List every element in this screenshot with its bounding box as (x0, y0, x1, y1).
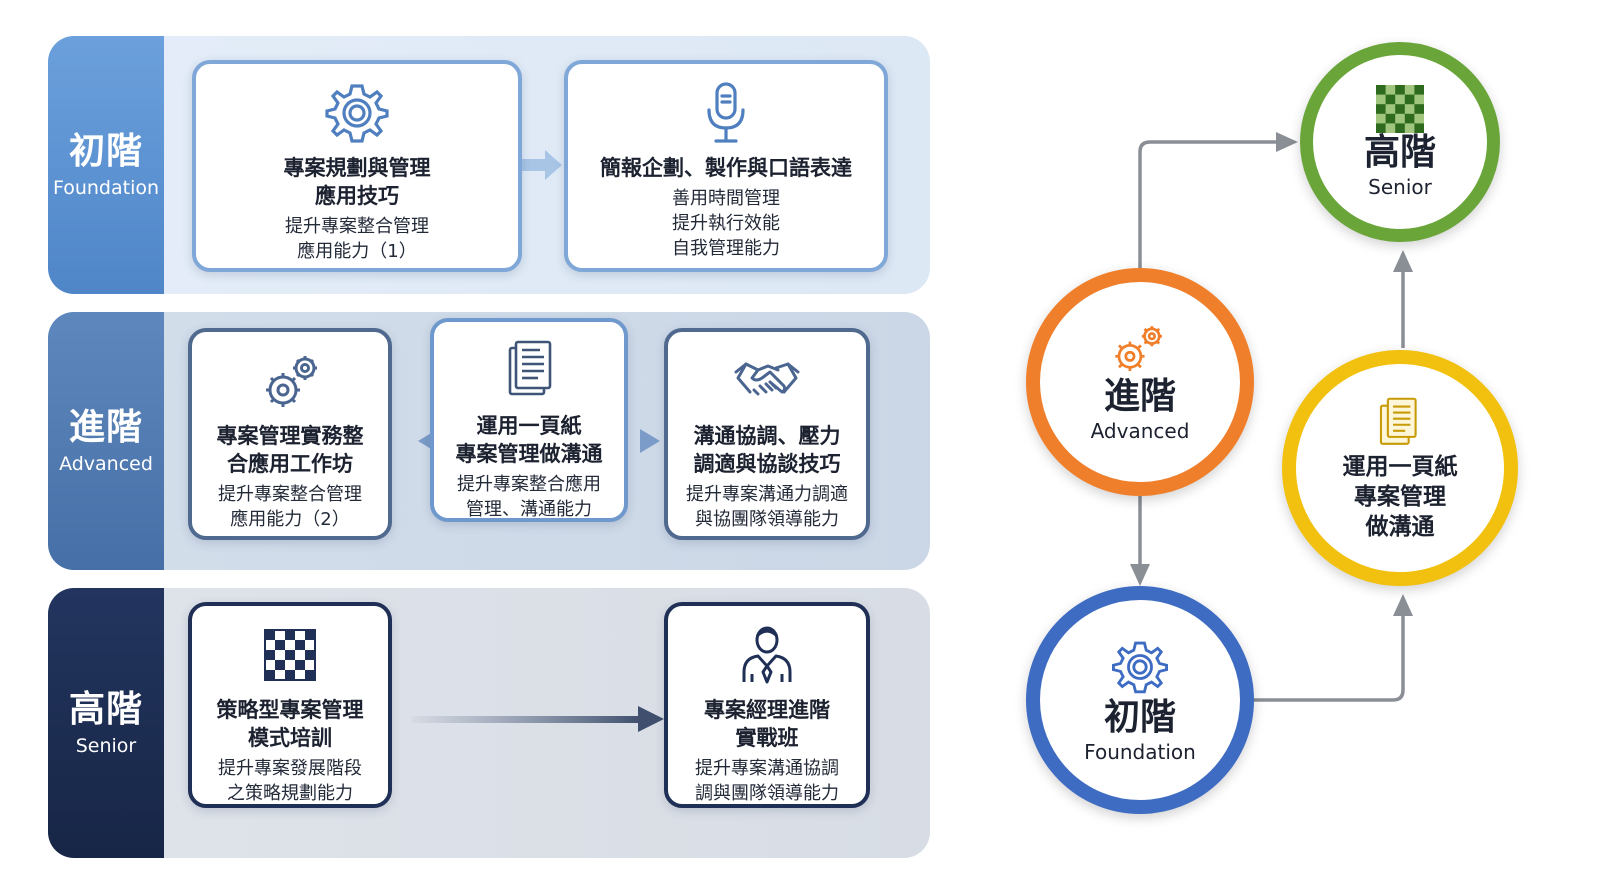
card-planning-desc: 提升專案整合管理 應用能力（1） (285, 216, 429, 262)
flow-node-senior[interactable]: 高階 Senior (1300, 42, 1500, 242)
card-onepage-title: 運用一頁紙 專案管理做溝通 (455, 414, 603, 466)
arrowhead-senior (1276, 132, 1298, 152)
arrowhead-senior-vertical (1393, 250, 1413, 272)
flow-foundation-to-onepage (1253, 614, 1405, 702)
flow-advanced-en: Advanced (1090, 418, 1190, 443)
flow-onepage-title: 運用一頁紙 專案管理 做溝通 (1342, 454, 1458, 540)
card-planning[interactable]: 專案規劃與管理 應用技巧 提升專案整合管理 應用能力（1） (192, 60, 522, 272)
handshake-icon (734, 362, 800, 396)
card-onepage-desc: 提升專案整合應用 管理、溝通能力 (457, 474, 601, 520)
foundation-label-zh: 初階 (68, 131, 143, 173)
card-pm-practice-desc: 提升專案溝通協調 調與團隊領導能力 (695, 758, 839, 804)
card-negotiation[interactable]: 溝通協調、壓力 調適與協談技巧 提升專案溝通力調適 與協團隊領導能力 (664, 328, 870, 540)
manager-icon (742, 626, 792, 684)
document-icon (1379, 397, 1417, 445)
advanced-label-zh: 進階 (68, 407, 143, 449)
microphone-icon (707, 82, 745, 143)
card-strategic-desc: 提升專案發展階段 之策略規劃能力 (218, 758, 362, 804)
advanced-tab: 進階 Advanced (48, 312, 164, 570)
flow-foundation-en: Foundation (1084, 739, 1196, 764)
gear-icon (1112, 641, 1168, 694)
senior-tab: 高階 Senior (48, 588, 164, 858)
foundation-label-en: Foundation (52, 176, 160, 199)
senior-label-en: Senior (75, 734, 137, 757)
card-strategic-title: 策略型專案管理 模式培訓 (216, 698, 364, 750)
card-presentation[interactable]: 簡報企劃、製作與口語表達 善用時間管理 提升執行效能 自我管理能力 (564, 60, 888, 272)
advanced-right-arrow (640, 429, 660, 453)
flow-senior-zh: 高階 (1363, 132, 1436, 174)
card-pm-practice[interactable]: 專案經理進階 實戰班 提升專案溝通協調 調與團隊領導能力 (664, 602, 870, 808)
flow-node-foundation[interactable]: 初階 Foundation (1026, 586, 1254, 814)
flow-advanced-to-senior (1138, 140, 1278, 272)
foundation-tab: 初階 Foundation (48, 36, 164, 294)
arrowhead-foundation (1130, 564, 1150, 586)
card-pm-practice-title: 專案經理進階 實戰班 (704, 698, 830, 750)
card-negotiation-desc: 提升專案溝通力調適 與協團隊領導能力 (686, 484, 848, 530)
card-onepage[interactable]: 運用一頁紙 專案管理做溝通 提升專案整合應用 管理、溝通能力 (430, 318, 628, 522)
senior-flow-arrow-shaft (412, 716, 640, 723)
gears-icon (266, 356, 317, 407)
card-workshop[interactable]: 專案管理實務整 合應用工作坊 提升專案整合管理 應用能力（2） (188, 328, 392, 540)
advanced-label-en: Advanced (59, 452, 153, 475)
flow-senior-en: Senior (1368, 174, 1432, 199)
arrowhead-onepage (1393, 594, 1413, 616)
checkerboard-icon (264, 629, 316, 681)
card-presentation-title: 簡報企劃、製作與口語表達 (600, 156, 852, 180)
card-strategic[interactable]: 策略型專案管理 模式培訓 提升專案發展階段 之策略規劃能力 (188, 602, 392, 808)
foundation-flow-arrow (522, 150, 562, 180)
card-workshop-title: 專案管理實務整 合應用工作坊 (216, 424, 364, 476)
card-presentation-desc: 善用時間管理 提升執行效能 自我管理能力 (672, 188, 780, 259)
flow-node-advanced[interactable]: 進階 Advanced (1026, 268, 1254, 496)
checkerboard-icon (1376, 85, 1424, 134)
card-negotiation-title: 溝通協調、壓力 調適與協談技巧 (693, 424, 841, 476)
flow-foundation-zh: 初階 (1103, 697, 1176, 739)
document-icon (508, 340, 552, 396)
flow-node-onepage[interactable]: 運用一頁紙 專案管理 做溝通 (1282, 350, 1518, 586)
senior-label-zh: 高階 (68, 689, 143, 731)
senior-flow-arrow-head (638, 706, 664, 732)
gear-icon (325, 84, 389, 143)
card-workshop-desc: 提升專案整合管理 應用能力（2） (218, 484, 362, 530)
flow-advanced-zh: 進階 (1103, 376, 1176, 418)
card-planning-title: 專案規劃與管理 應用技巧 (283, 156, 431, 208)
gears-icon (1115, 326, 1162, 372)
